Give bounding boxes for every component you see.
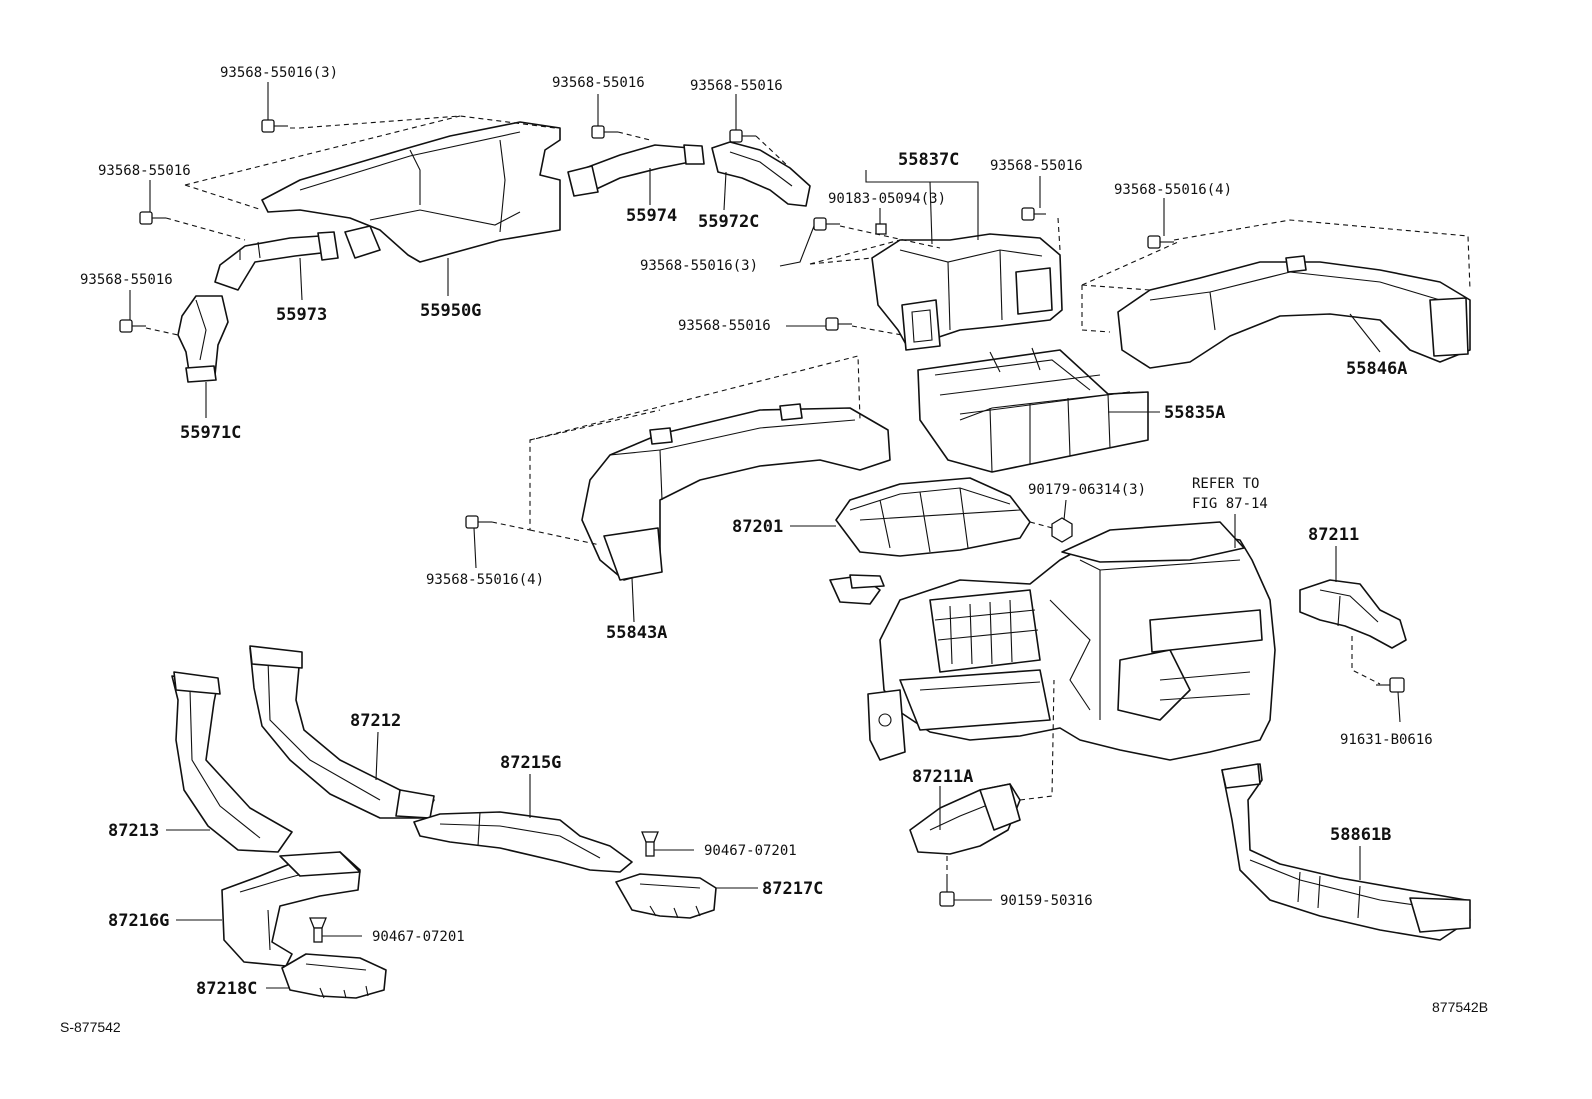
- part-label-87217c: 87217C: [762, 879, 823, 899]
- callout-refer-fig: FIG 87-14: [1192, 496, 1268, 512]
- part-label-87216g: 87216G: [108, 911, 169, 931]
- bolt-icon: [729, 129, 756, 143]
- part-label-87211a: 87211A: [912, 767, 973, 787]
- nut-icon: [875, 223, 887, 235]
- callout-93568-55016-4-lower: 93568-55016(4): [426, 572, 544, 588]
- callout-90183-05094-3: 90183-05094(3): [828, 191, 946, 207]
- callout-93568-55016-top-mid: 93568-55016: [552, 75, 645, 91]
- bolt-icon: [1147, 235, 1174, 249]
- heater-unit-assembly: [829, 521, 1276, 761]
- part-label-87213: 87213: [108, 821, 159, 841]
- callout-90159-50316: 90159-50316: [1000, 893, 1093, 909]
- duct-55837c: [871, 233, 1063, 351]
- blower-cover-87201: [835, 477, 1031, 557]
- diagram-code-right: 877542B: [1432, 999, 1488, 1015]
- callout-93568-55016-3-top: 93568-55016(3): [220, 65, 338, 81]
- bolt-icon: [1021, 207, 1046, 221]
- part-label-55843a: 55843A: [606, 623, 667, 643]
- duct-55843a: [581, 403, 891, 581]
- callout-90179-06314-3: 90179-06314(3): [1028, 482, 1146, 498]
- bolt-icon: [139, 211, 166, 225]
- duct-87216g: [221, 851, 361, 967]
- part-label-87212: 87212: [350, 711, 401, 731]
- filter-case-55835a: [917, 347, 1149, 473]
- duct-55950g: [261, 121, 561, 263]
- callout-93568-55016-55837c: 93568-55016: [990, 158, 1083, 174]
- bolt-icon: [1376, 677, 1405, 693]
- part-label-55846a: 55846A: [1346, 359, 1407, 379]
- bolt-icon: [813, 217, 840, 231]
- bolt-icon: [261, 119, 288, 133]
- duct-55846a: [1117, 255, 1471, 369]
- duct-87212: [249, 645, 435, 819]
- duct-58861b: [1221, 763, 1471, 941]
- callout-93568-55016-4-right: 93568-55016(4): [1114, 182, 1232, 198]
- callout-93568-55016-3-mid: 93568-55016(3): [640, 258, 758, 274]
- callout-93568-55016-left-upper: 93568-55016: [98, 163, 191, 179]
- callout-93568-55016-top-right: 93568-55016: [690, 78, 783, 94]
- callout-refer-to: REFER TO: [1192, 476, 1259, 492]
- bolt-icon: [465, 515, 492, 529]
- vent-87217c: [615, 873, 717, 919]
- part-label-87201: 87201: [732, 517, 783, 537]
- duct-87211a: [909, 783, 1021, 855]
- vent-87218c: [281, 953, 387, 999]
- bolt-icon: [119, 319, 146, 333]
- callout-93568-55016-center: 93568-55016: [678, 318, 771, 334]
- part-label-55837c: 55837C: [898, 150, 959, 170]
- duct-87211: [1299, 579, 1407, 649]
- clip-icon: [641, 831, 659, 857]
- nut-icon: [1051, 517, 1073, 543]
- callout-90467-07201-b: 90467-07201: [372, 929, 465, 945]
- clip-icon: [309, 917, 327, 943]
- pipe-55974: [567, 144, 705, 197]
- duct-55972c: [711, 141, 811, 207]
- part-label-87215g: 87215G: [500, 753, 561, 773]
- part-label-55973: 55973: [276, 305, 327, 325]
- duct-87215g: [413, 811, 633, 873]
- diagram-code-left: S-877542: [60, 1019, 121, 1035]
- part-label-55974: 55974: [626, 206, 677, 226]
- part-label-55972c: 55972C: [698, 212, 759, 232]
- part-label-87218c: 87218C: [196, 979, 257, 999]
- part-label-87211: 87211: [1308, 525, 1359, 545]
- callout-91631-b0616: 91631-B0616: [1340, 732, 1433, 748]
- part-label-55835a: 55835A: [1164, 403, 1225, 423]
- part-label-58861b: 58861B: [1330, 825, 1391, 845]
- part-label-55950g: 55950G: [420, 301, 481, 321]
- callout-90467-07201-a: 90467-07201: [704, 843, 797, 859]
- screw-icon: [939, 874, 955, 907]
- pipe-55973: [214, 231, 339, 291]
- duct-87213: [171, 671, 293, 853]
- bolt-icon: [825, 317, 852, 331]
- part-label-55971c: 55971C: [180, 423, 241, 443]
- elbow-55971c: [177, 295, 229, 383]
- callout-93568-55016-left-lower: 93568-55016: [80, 272, 173, 288]
- bolt-icon: [591, 125, 618, 139]
